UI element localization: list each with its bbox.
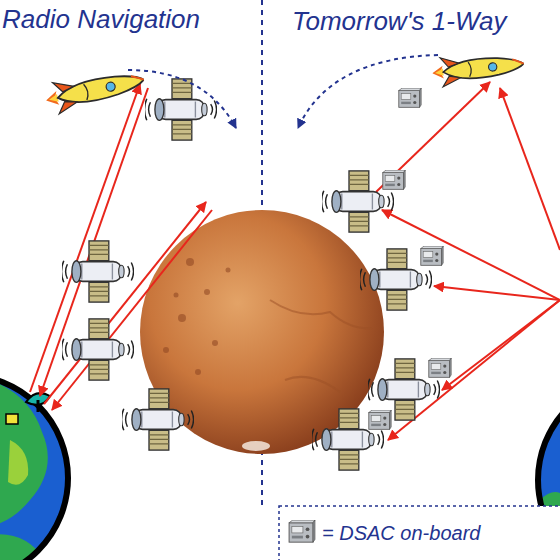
legend-frame (279, 506, 560, 560)
dsac-clocks (369, 88, 451, 429)
mars-ice-cap (242, 441, 270, 451)
legend-text: = DSAC on-board (322, 523, 480, 543)
trajectory-arrow (298, 55, 438, 128)
mars-craters (163, 258, 231, 375)
dsac-icon (369, 410, 391, 429)
satellite (62, 241, 134, 302)
trajectory-arrow (128, 70, 236, 128)
dsac-icon (399, 88, 421, 107)
satellite (145, 79, 217, 140)
spacecraft (43, 64, 147, 116)
ground-antenna (6, 393, 50, 424)
satellite (62, 319, 134, 380)
legend-icon (289, 520, 315, 542)
orbiting-satellites (62, 79, 440, 470)
section-heading: Radio Navigation (2, 6, 200, 32)
satellite (122, 389, 194, 450)
spacecraft (431, 49, 526, 88)
section-heading: Tomorrow's 1-Way (292, 8, 506, 34)
mars-valleys (270, 300, 372, 392)
dsac-icon (421, 246, 443, 265)
dsac-icon (383, 170, 405, 189)
dsac-icon (429, 358, 451, 377)
